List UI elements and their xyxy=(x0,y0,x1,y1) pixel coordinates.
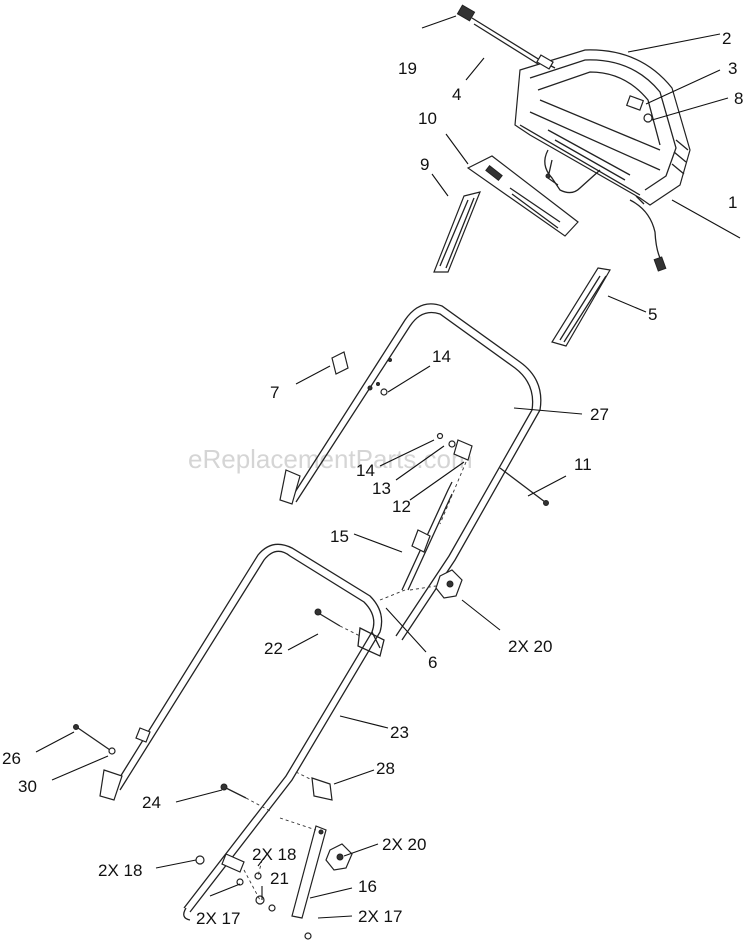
bolt-parts-26-30 xyxy=(73,724,116,755)
callout-7: 7 xyxy=(270,383,279,402)
callout-11: 11 xyxy=(574,455,592,474)
callout-4: 4 xyxy=(452,85,461,104)
callout-17a: 2X 17 xyxy=(358,907,402,926)
callout-9: 9 xyxy=(420,155,429,174)
callout-24: 24 xyxy=(142,793,161,812)
hardware-parts-11-14 xyxy=(436,432,549,506)
callout-14b: 14 xyxy=(356,461,375,480)
bolt-part-24 xyxy=(220,783,273,813)
bracket-part-6 xyxy=(357,627,385,657)
clip-part-7 xyxy=(331,351,388,396)
callout-5: 5 xyxy=(648,305,657,324)
leader-lines xyxy=(35,15,741,919)
callout-17b: 2X 17 xyxy=(196,909,240,928)
callout-10: 10 xyxy=(418,109,437,128)
callout-22: 22 xyxy=(264,639,283,658)
callout-18a: 2X 18 xyxy=(98,861,142,880)
callout-14a: 14 xyxy=(432,347,451,366)
cable-part-4 xyxy=(456,4,556,70)
callout-30: 30 xyxy=(18,777,37,796)
callout-28: 28 xyxy=(376,759,395,778)
callout-20a: 2X 20 xyxy=(508,637,552,656)
callout-21: 21 xyxy=(270,869,289,888)
knob-lower-part-20 xyxy=(325,843,353,871)
callout-18b: 2X 18 xyxy=(252,845,296,864)
rail-part-5 xyxy=(551,267,611,347)
bracket-part-28 xyxy=(295,771,333,801)
callout-1: 1 xyxy=(728,193,737,212)
callout-15: 15 xyxy=(330,527,349,546)
callout-19: 19 xyxy=(398,59,417,78)
callout-13: 13 xyxy=(372,479,391,498)
callout-20b: 2X 20 xyxy=(382,835,426,854)
control-bail-assembly xyxy=(514,49,691,272)
decal-part-10 xyxy=(466,155,579,237)
lever-part-16 xyxy=(279,817,327,919)
callout-3: 3 xyxy=(728,59,737,78)
callout-8: 8 xyxy=(734,89,743,108)
rail-part-9 xyxy=(433,191,481,273)
callout-2: 2 xyxy=(722,29,731,48)
callout-16: 16 xyxy=(358,877,377,896)
callout-26: 26 xyxy=(2,749,21,768)
upper-handle-part-27 xyxy=(279,303,542,641)
lower-handle-part-23 xyxy=(99,543,406,921)
bolt-part-22 xyxy=(314,608,361,637)
callout-12: 12 xyxy=(392,497,411,516)
callout-labels: 1 2 3 4 5 6 7 8 9 10 11 12 13 14 14 15 1… xyxy=(2,29,743,928)
callout-23: 23 xyxy=(390,723,409,742)
rod-part-15 xyxy=(401,461,467,591)
callout-27: 27 xyxy=(590,405,609,424)
knob-upper-part-20 xyxy=(409,569,463,599)
callout-6: 6 xyxy=(428,653,437,672)
